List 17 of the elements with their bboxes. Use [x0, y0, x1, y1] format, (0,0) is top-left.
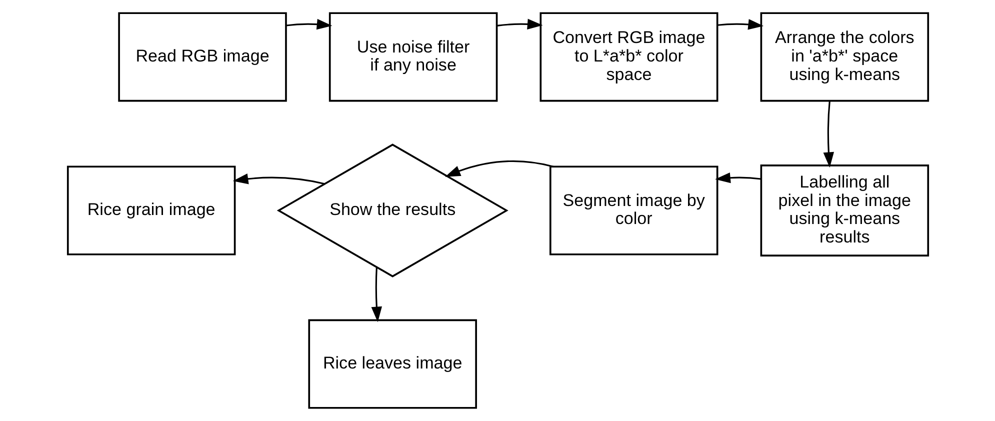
arrow	[714, 172, 761, 184]
node-box: Convert RGB image to L*a*b* color space	[539, 12, 718, 102]
arrow	[286, 18, 332, 30]
arrow	[444, 160, 554, 177]
node-box: Rice leaves image	[308, 319, 476, 409]
node-box: Labelling all pixel in the image using k-means results	[760, 164, 929, 256]
node-box: Segment image by color	[548, 166, 718, 256]
arrow	[822, 101, 834, 168]
arrow	[370, 267, 382, 322]
arrow	[232, 174, 324, 185]
node-box: Read RGB image	[118, 12, 286, 102]
node-box: Arrange the colors in 'a*b*' space using k-means	[760, 12, 929, 102]
node-diamond: Show the results	[276, 144, 508, 278]
arrow	[716, 19, 764, 30]
node-box: Rice grain image	[66, 166, 236, 256]
arrow	[496, 18, 542, 30]
node-box: Use noise filter if any noise	[328, 12, 498, 102]
